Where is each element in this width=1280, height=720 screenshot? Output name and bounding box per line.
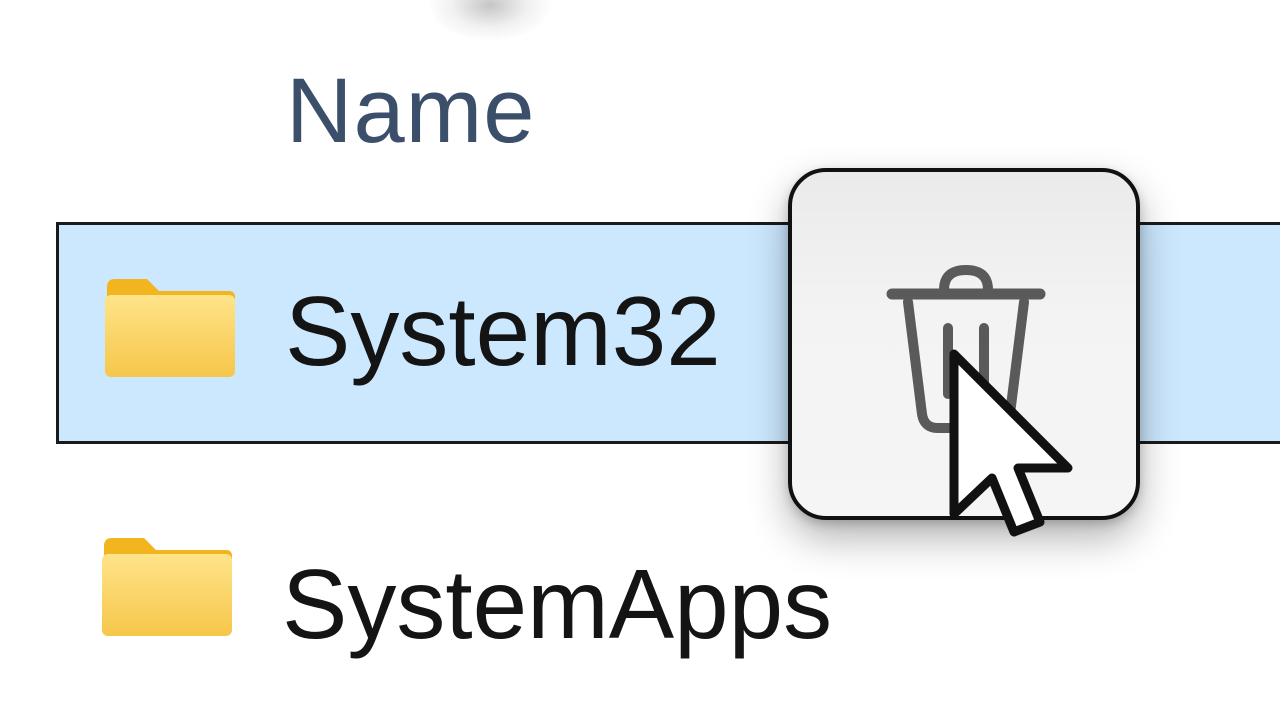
file-name[interactable]: System32 — [285, 276, 721, 386]
folder-icon — [102, 538, 232, 636]
file-name[interactable]: SystemApps — [282, 549, 833, 659]
blurred-icon-remnant — [430, 0, 550, 40]
folder-icon — [105, 279, 235, 377]
column-header-name[interactable]: Name — [286, 60, 536, 162]
cursor-icon — [949, 349, 1073, 537]
file-row[interactable]: SystemApps — [56, 500, 1280, 720]
